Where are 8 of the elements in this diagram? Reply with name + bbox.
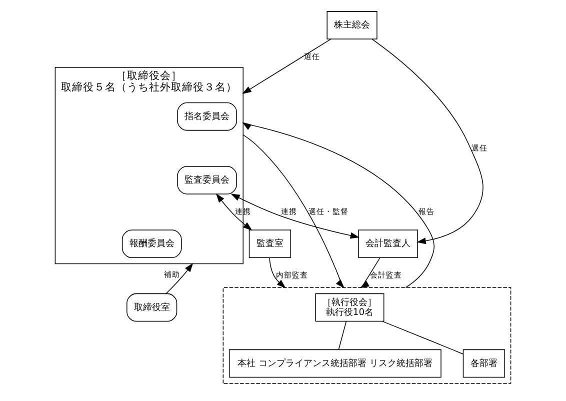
edge-label: 報告 bbox=[418, 206, 434, 216]
edge-label: 補助 bbox=[164, 270, 180, 279]
edge-label: 会計監査 bbox=[370, 270, 402, 280]
edge-label: 選任 bbox=[471, 143, 488, 152]
edge-label: 連携 bbox=[281, 206, 298, 216]
edge-label: 選任・監督 bbox=[308, 206, 349, 216]
edge-label: 内部監査 bbox=[276, 270, 308, 280]
edge-label: 選任 bbox=[304, 52, 320, 61]
